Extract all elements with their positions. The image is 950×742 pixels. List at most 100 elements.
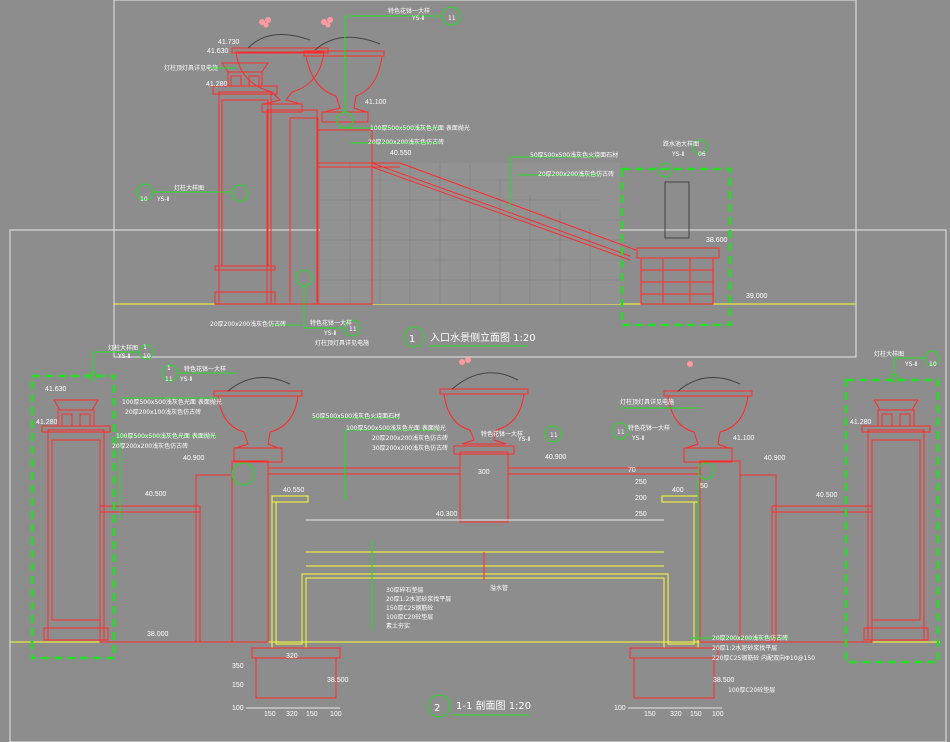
svg-text:YS-Ⅱ: YS-Ⅱ <box>631 435 645 442</box>
section-planter-left <box>213 376 303 463</box>
svg-text:YS-Ⅱ: YS-Ⅱ <box>156 196 170 203</box>
elevation-basin-callout <box>620 167 732 327</box>
svg-text:10: 10 <box>929 361 937 368</box>
elev-level-2: 41.630 <box>207 48 229 55</box>
elevation-planter-1 <box>231 17 329 113</box>
svg-text:YS-Ⅱ: YS-Ⅱ <box>517 436 531 443</box>
svg-text:灯柱顶灯具详见电施: 灯柱顶灯具详见电施 <box>620 398 674 406</box>
svg-text:250: 250 <box>635 479 647 486</box>
section-callout-bubble-left <box>231 462 255 486</box>
elev-level-3: 41.280 <box>206 81 228 88</box>
svg-text:40.900: 40.900 <box>545 454 567 461</box>
svg-text:20厚200x200浅灰色仿古砖: 20厚200x200浅灰色仿古砖 <box>712 634 788 642</box>
svg-text:320: 320 <box>286 711 298 718</box>
svg-text:素土夯实: 素土夯实 <box>386 622 410 630</box>
svg-text:41.280: 41.280 <box>850 419 872 426</box>
sec-level-1: 41.630 <box>45 386 67 393</box>
svg-text:100: 100 <box>712 711 724 718</box>
svg-text:40.900: 40.900 <box>764 455 786 462</box>
section-planter-right <box>663 361 753 463</box>
svg-text:41.280: 41.280 <box>36 419 58 426</box>
svg-text:38.500: 38.500 <box>327 677 349 684</box>
svg-text:30厚200x200浅灰色仿古砖: 30厚200x200浅灰色仿古砖 <box>372 444 448 452</box>
elev-level-5: 40.550 <box>390 150 412 157</box>
svg-text:250: 250 <box>635 511 647 518</box>
svg-text:10: 10 <box>143 353 151 360</box>
elev-level-1: 41.730 <box>218 39 240 46</box>
svg-text:150厚C25钢筋砼: 150厚C25钢筋砼 <box>386 604 433 612</box>
svg-text:100厚500x500浅灰色光面 表面抛光: 100厚500x500浅灰色光面 表面抛光 <box>116 432 216 440</box>
elevation-number: 1 <box>409 334 415 345</box>
svg-text:300: 300 <box>478 469 490 476</box>
svg-text:20厚200x100浅灰色仿古砖: 20厚200x100浅灰色仿古砖 <box>125 408 201 416</box>
section-right-callout <box>844 378 940 664</box>
svg-text:灯柱大样图: 灯柱大样图 <box>874 350 904 358</box>
section-title: 1-1 剖面图 1:20 <box>456 699 531 712</box>
svg-text:06: 06 <box>698 151 706 158</box>
svg-text:YS-Ⅱ: YS-Ⅱ <box>117 353 131 360</box>
svg-text:11: 11 <box>349 326 357 333</box>
svg-text:灯柱顶灯具详见电施: 灯柱顶灯具详见电施 <box>315 339 369 347</box>
svg-text:40.300: 40.300 <box>436 511 458 518</box>
svg-text:1: 1 <box>167 365 171 372</box>
svg-text:200: 200 <box>635 495 647 502</box>
svg-text:11: 11 <box>617 429 625 436</box>
svg-text:40.900: 40.900 <box>183 455 205 462</box>
section-number: 2 <box>434 703 440 714</box>
svg-text:20厚1:2水泥砂浆找平层: 20厚1:2水泥砂浆找平层 <box>386 595 451 603</box>
svg-text:100: 100 <box>330 711 342 718</box>
svg-text:溢水管: 溢水管 <box>490 584 508 592</box>
elevation-title: 入口水景侧立面图 1:20 <box>430 331 536 344</box>
svg-text:20厚200x200浅灰色仿古砖: 20厚200x200浅灰色仿古砖 <box>112 442 188 450</box>
svg-text:11: 11 <box>448 15 456 22</box>
elevation-mid-pillar <box>266 109 318 305</box>
svg-text:20厚200x200浅灰色仿古砖: 20厚200x200浅灰色仿古砖 <box>538 170 614 178</box>
svg-text:50厚500x500浅灰色火烧面石材: 50厚500x500浅灰色火烧面石材 <box>530 151 618 159</box>
svg-text:320: 320 <box>670 711 682 718</box>
svg-text:38.500: 38.500 <box>713 677 735 684</box>
svg-text:150: 150 <box>306 711 318 718</box>
elev-level-7: 39.000 <box>746 293 768 300</box>
svg-text:跌水池大样图: 跌水池大样图 <box>663 140 699 148</box>
svg-text:150: 150 <box>264 711 276 718</box>
svg-text:特色花钵一大样: 特色花钵一大样 <box>481 430 523 438</box>
svg-text:100厚500x500浅灰色光面 表面抛光: 100厚500x500浅灰色光面 表面抛光 <box>122 398 222 406</box>
svg-text:40.550: 40.550 <box>283 487 305 494</box>
svg-text:320: 320 <box>286 653 298 660</box>
elevation-callout-bubble-1 <box>231 184 249 202</box>
section-title-bubble <box>427 694 451 718</box>
section-planter-center <box>439 357 529 445</box>
svg-text:100: 100 <box>232 705 244 712</box>
elevation-view: 41.730 41.630 41.280 41.100 40.550 38.60… <box>114 6 856 348</box>
section-water-basin <box>251 495 719 699</box>
section-left-callout <box>30 374 116 660</box>
svg-text:特色花钵一大样: 特色花钵一大样 <box>628 424 670 432</box>
section-lamp-pillar-right <box>844 378 940 664</box>
svg-text:20厚200x200浅灰色仿古砖: 20厚200x200浅灰色仿古砖 <box>368 138 444 146</box>
elevation-frame <box>113 0 857 358</box>
elevation-cascade-slope <box>371 162 631 257</box>
svg-text:100厚C20砼垫层: 100厚C20砼垫层 <box>386 613 433 621</box>
svg-text:特色花钵一大样: 特色花钵一大样 <box>388 7 430 15</box>
svg-text:20厚1:2水泥砂浆找平层: 20厚1:2水泥砂浆找平层 <box>712 644 777 652</box>
svg-text:11: 11 <box>165 376 173 383</box>
svg-text:70: 70 <box>628 467 636 474</box>
svg-text:100厚C20砼垫层: 100厚C20砼垫层 <box>728 686 775 694</box>
svg-text:30厚碎石垫层: 30厚碎石垫层 <box>386 586 424 594</box>
svg-text:灯柱顶灯具详见电施: 灯柱顶灯具详见电施 <box>164 64 218 72</box>
elevation-planter-2 <box>303 17 385 123</box>
svg-text:YS-Ⅱ: YS-Ⅱ <box>179 376 193 383</box>
svg-text:YS-Ⅱ: YS-Ⅱ <box>904 361 918 368</box>
section-lamp-pillar-left <box>30 374 116 660</box>
svg-text:150: 150 <box>690 711 702 718</box>
svg-text:100厚500x500浅灰色光面 表面抛光: 100厚500x500浅灰色光面 表面抛光 <box>370 124 470 132</box>
svg-text:20厚200x200浅灰色仿古砖: 20厚200x200浅灰色仿古砖 <box>210 320 286 328</box>
svg-text:20厚200x200浅灰色仿古砖: 20厚200x200浅灰色仿古砖 <box>372 434 448 442</box>
svg-text:220厚C25钢筋砼 内配双向Φ10@150: 220厚C25钢筋砼 内配双向Φ10@150 <box>712 654 815 662</box>
svg-text:11: 11 <box>550 432 558 439</box>
svg-text:40.500: 40.500 <box>145 491 167 498</box>
svg-text:400: 400 <box>672 487 684 494</box>
svg-text:50厚500x500浅灰色火烧面石材: 50厚500x500浅灰色火烧面石材 <box>312 412 400 420</box>
